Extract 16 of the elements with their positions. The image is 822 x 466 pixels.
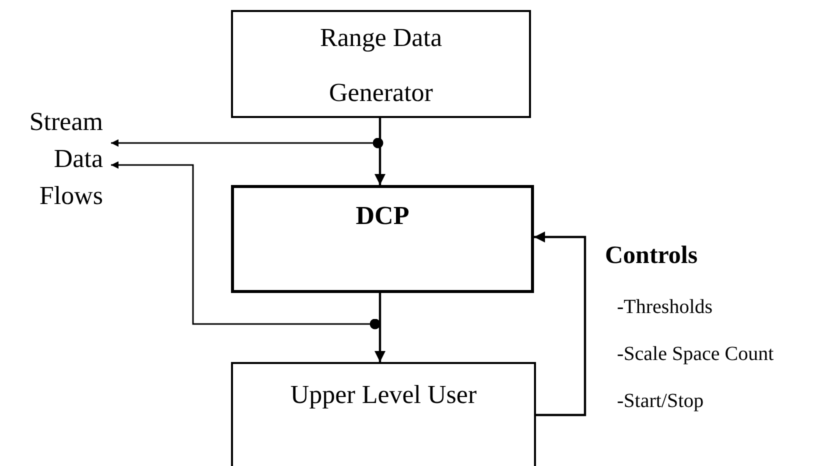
list-heading: Controls: [605, 242, 698, 270]
list-item: -Thresholds: [617, 296, 713, 319]
arrow: [374, 118, 386, 185]
flow-label: Stream Data Flows: [28, 106, 104, 212]
box-label: DCP: [356, 200, 410, 232]
process-box: [231, 10, 531, 118]
process-box: [231, 185, 534, 293]
arrow: [111, 161, 380, 330]
list-item: -Scale Space Count: [617, 343, 774, 366]
arrow: [111, 138, 384, 148]
arrow: [534, 232, 586, 416]
box-label: Range Data Generator: [318, 22, 443, 109]
list-item: -Start/Stop: [617, 390, 704, 413]
arrow: [374, 293, 386, 362]
box-label: Upper Level User: [290, 379, 477, 411]
process-box: [231, 362, 536, 466]
